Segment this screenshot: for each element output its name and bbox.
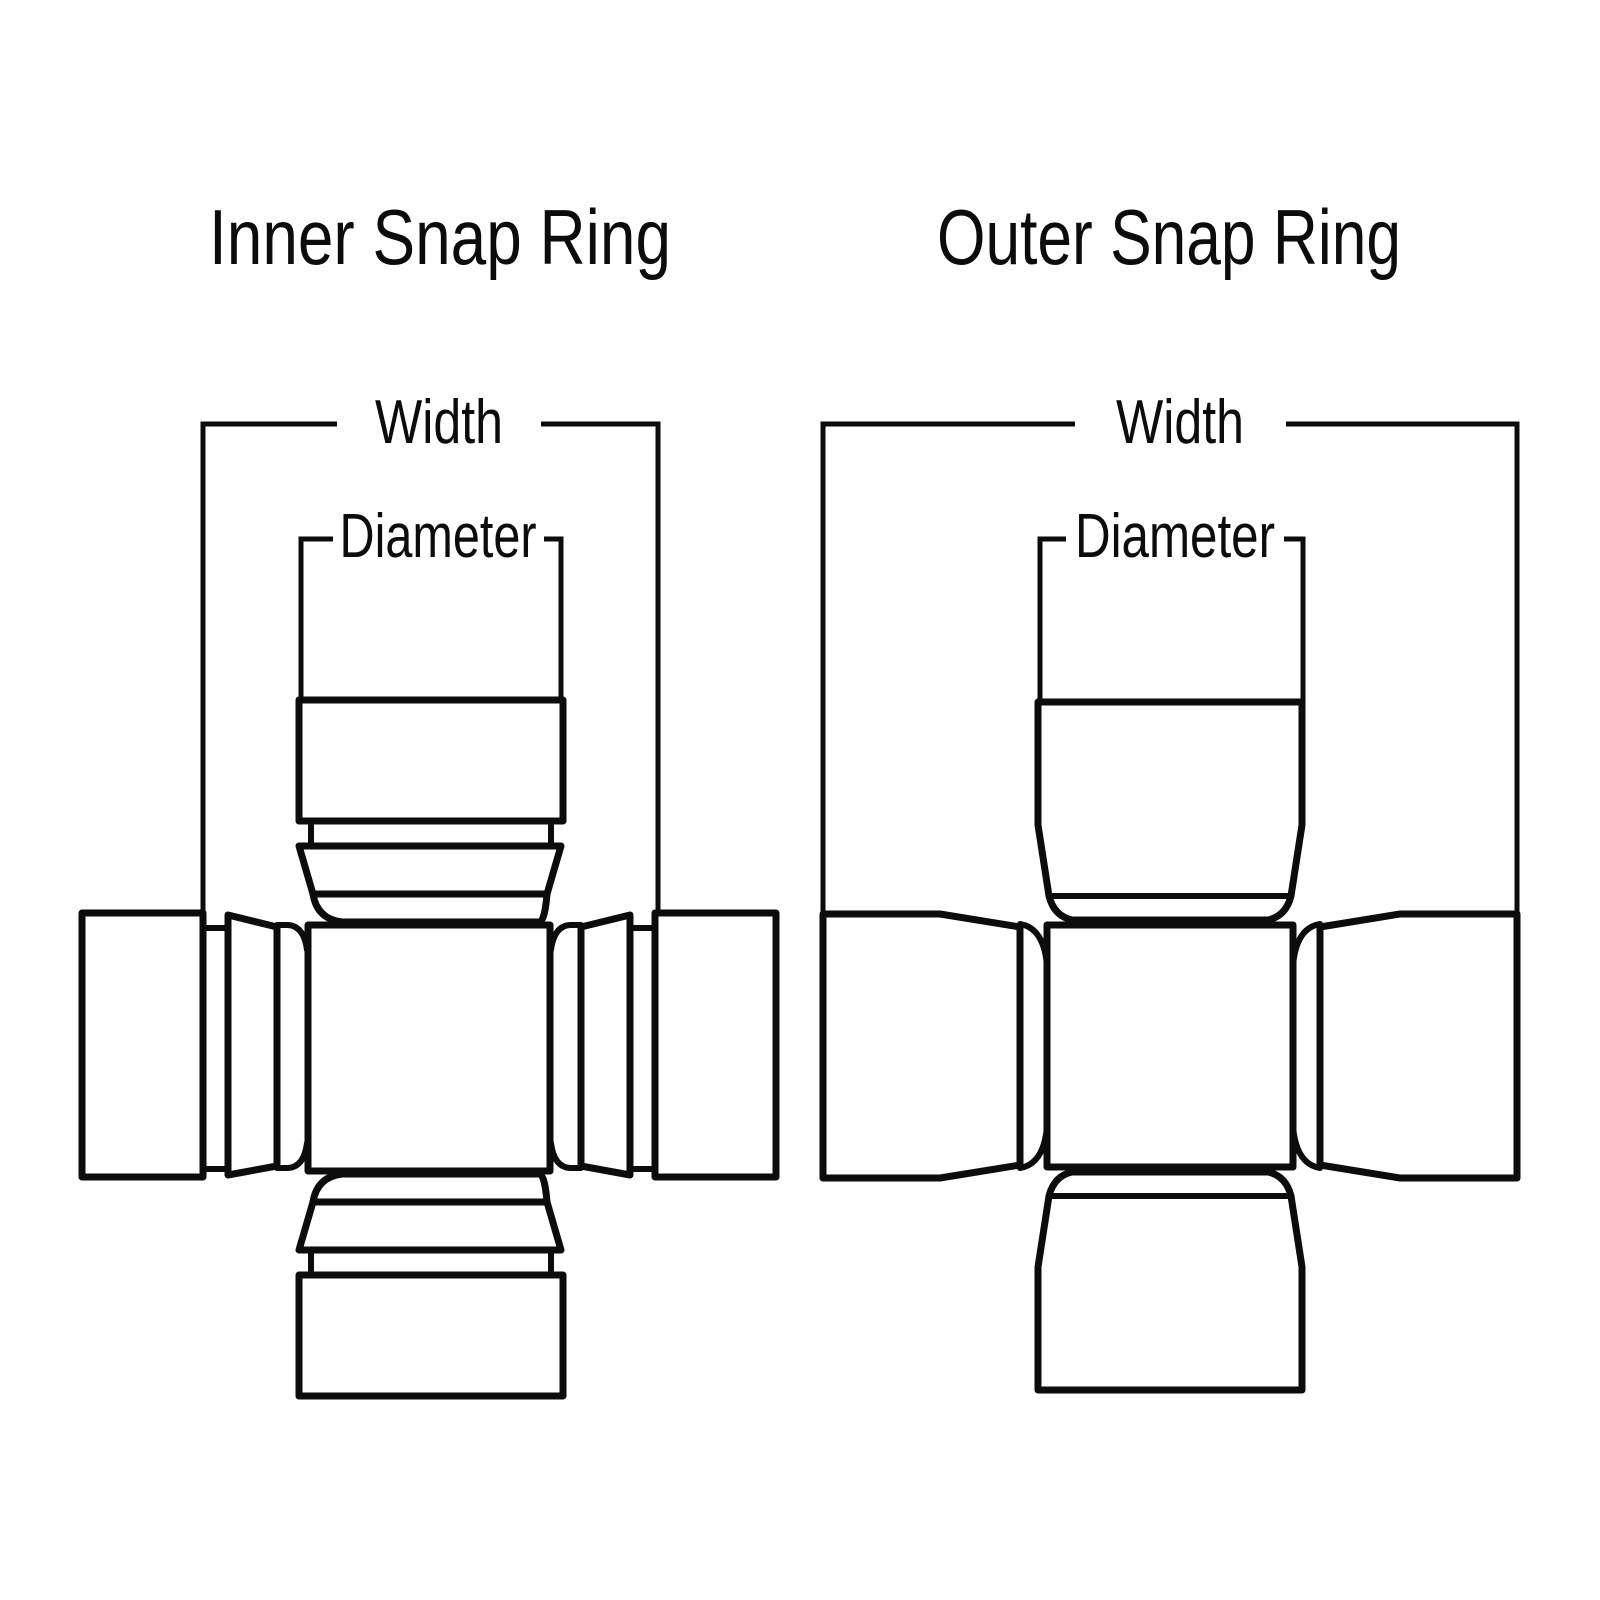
inner-bottom-snap-ring-groove bbox=[308, 1247, 554, 1278]
inner-snap-ring-figure: Inner Snap Ring Width Diameter bbox=[78, 193, 780, 1400]
outer-snap-ring-title: Outer Snap Ring bbox=[937, 193, 1401, 281]
inner-right-snap-ring bbox=[577, 911, 634, 1179]
outer-width-label: Width bbox=[1116, 388, 1244, 457]
inner-top-skirt bbox=[309, 890, 551, 926]
inner-bottom-bearing-cap bbox=[295, 1271, 567, 1400]
inner-center-body bbox=[304, 921, 554, 1175]
inner-right-bearing-cap bbox=[651, 909, 780, 1181]
outer-left-fillet-bottom bbox=[1017, 1123, 1050, 1171]
inner-left-bearing-cap bbox=[78, 909, 207, 1181]
outer-width-bracket bbox=[820, 421, 1520, 916]
outer-right-fillet-bottom bbox=[1290, 1123, 1323, 1171]
inner-snap-ring-title: Inner Snap Ring bbox=[209, 193, 671, 281]
inner-top-bearing-cap bbox=[295, 696, 567, 825]
inner-right-snap-ring-groove bbox=[627, 925, 658, 1172]
inner-joint-drawing bbox=[78, 696, 780, 1400]
inner-width-label: Width bbox=[375, 388, 503, 457]
outer-joint-drawing bbox=[819, 698, 1521, 1394]
outer-right-fillet-top bbox=[1290, 921, 1323, 969]
inner-right-fillet-top bbox=[548, 922, 584, 953]
inner-left-snap-ring-groove bbox=[200, 925, 231, 1172]
inner-top-flare bbox=[295, 842, 565, 898]
outer-diameter-bracket bbox=[1037, 536, 1306, 705]
inner-diameter-bracket bbox=[298, 536, 564, 703]
outer-left-bearing-cap bbox=[819, 910, 1024, 1182]
inner-bottom-flare bbox=[295, 1198, 565, 1254]
outer-snap-ring-figure: Outer Snap Ring Width Diameter bbox=[819, 193, 1521, 1394]
outer-width-dimension: Width bbox=[820, 388, 1520, 916]
inner-width-bracket bbox=[200, 421, 661, 916]
outer-right-bearing-cap bbox=[1316, 910, 1521, 1182]
outer-diameter-label: Diameter bbox=[1075, 502, 1275, 571]
inner-top-snap-ring-groove bbox=[308, 818, 554, 849]
outer-top-bearing-cap bbox=[1034, 698, 1306, 924]
inner-left-fillet-bottom bbox=[274, 1140, 310, 1171]
outer-center-body bbox=[1043, 921, 1297, 1171]
outer-left-fillet-top bbox=[1017, 921, 1050, 969]
outer-bottom-bearing-cap bbox=[1034, 1168, 1306, 1394]
inner-left-snap-ring bbox=[224, 911, 281, 1179]
inner-width-dimension: Width bbox=[200, 388, 661, 916]
inner-diameter-label: Diameter bbox=[340, 502, 537, 571]
outer-diameter-dimension: Diameter bbox=[1037, 502, 1306, 705]
inner-right-fillet-bottom bbox=[548, 1140, 584, 1171]
inner-diameter-dimension: Diameter bbox=[298, 502, 564, 703]
inner-left-fillet-top bbox=[274, 922, 310, 953]
inner-bottom-skirt bbox=[309, 1170, 551, 1206]
